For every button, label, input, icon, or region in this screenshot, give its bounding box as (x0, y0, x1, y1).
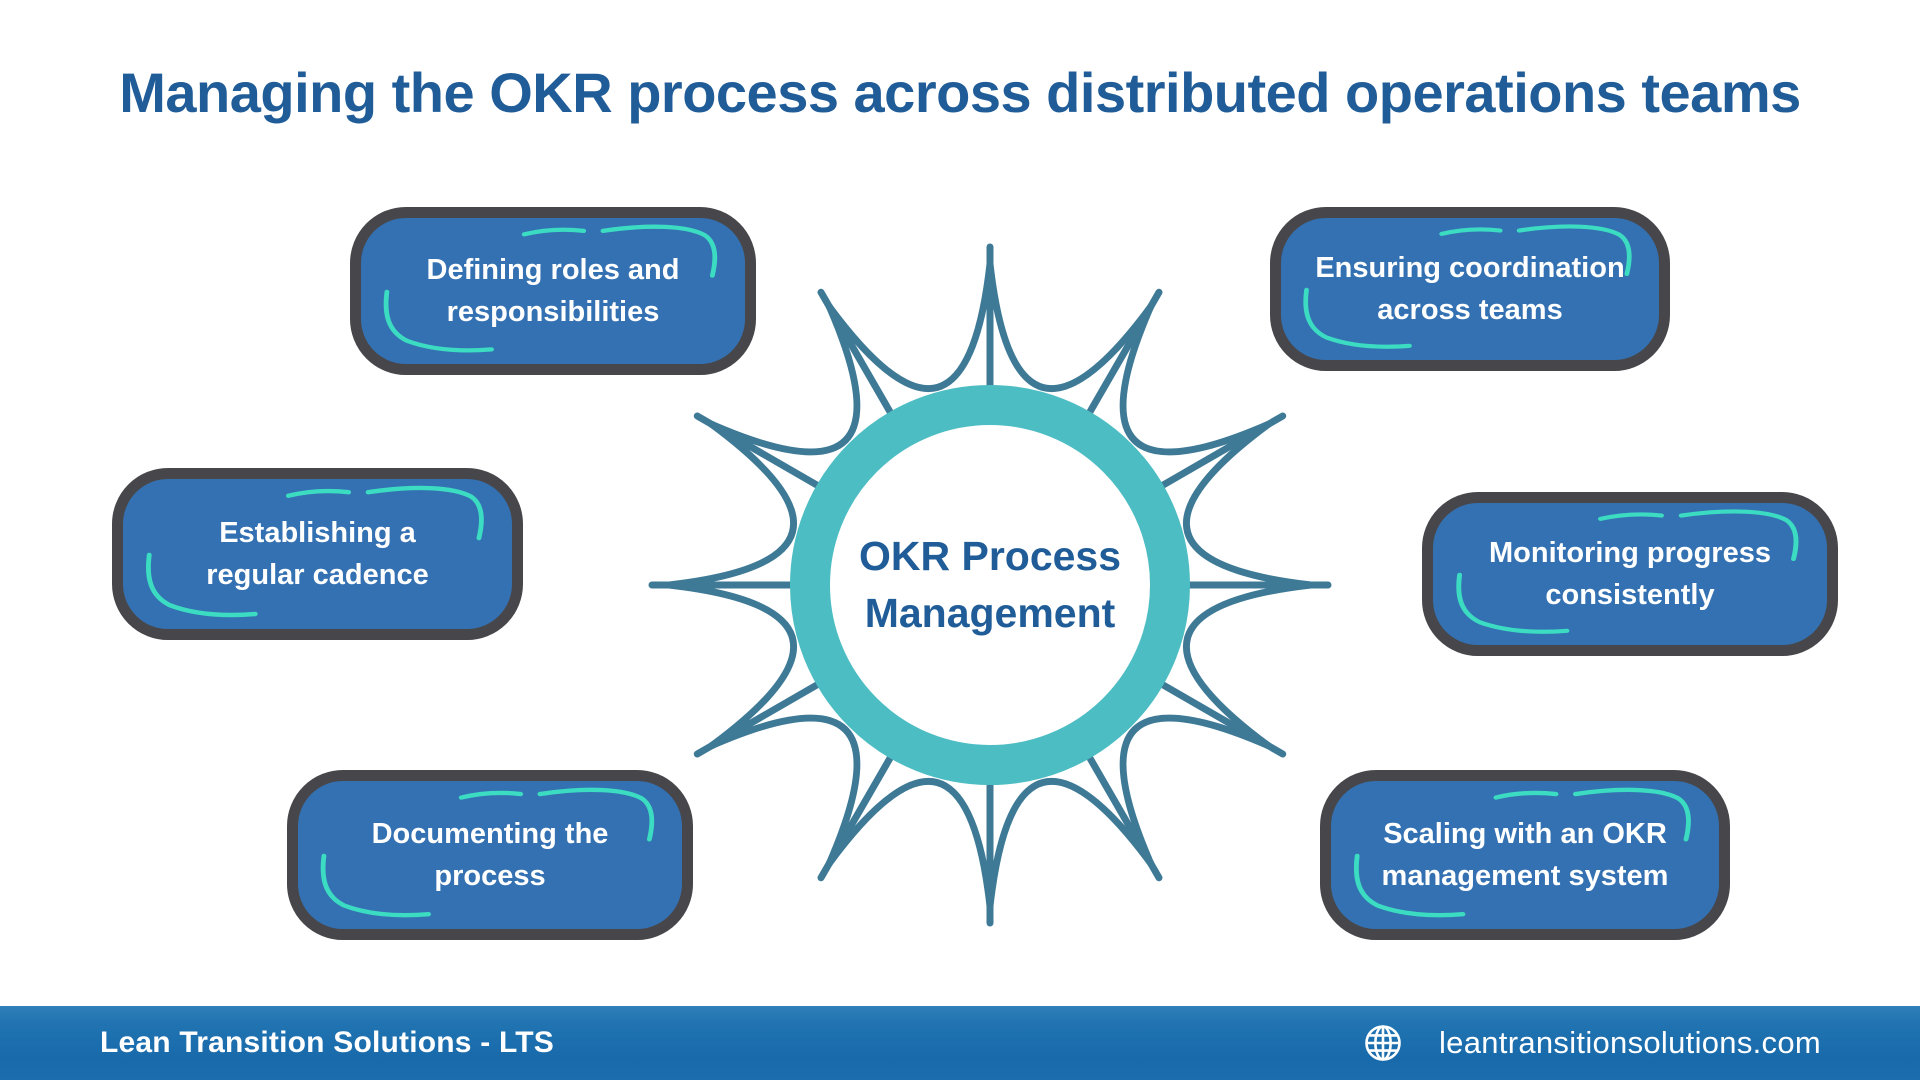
node-label-line1: Establishing a (219, 517, 416, 549)
footer-site-group: leantransitionsolutions.com (1363, 1006, 1821, 1080)
node-label: Establishing a regular cadence (206, 512, 428, 596)
okr-web-graphic (635, 230, 1345, 940)
node-monitoring-progress: Monitoring progress consistently (1422, 492, 1838, 656)
web-icon (648, 243, 1332, 927)
footer-website: leantransitionsolutions.com (1439, 1025, 1822, 1060)
globe-icon (1365, 1025, 1401, 1061)
center-title-line1: OKR Process (858, 532, 1122, 579)
page-title: Managing the OKR process across distribu… (119, 61, 1801, 124)
node-label-line1: Monitoring progress (1489, 537, 1771, 569)
node-label: Scaling with an OKR management system (1382, 813, 1669, 897)
node-label: Defining roles and responsibilities (427, 249, 680, 333)
footer-bar: Lean Transition Solutions - LTS leantran… (0, 1006, 1920, 1080)
footer-brand: Lean Transition Solutions - LTS (100, 1026, 554, 1059)
node-documenting-process: Documenting the process (287, 770, 693, 940)
node-label-line1: Ensuring coordination (1315, 252, 1625, 284)
node-label-line1: Scaling with an OKR (1383, 818, 1667, 850)
node-scaling-okr-system: Scaling with an OKR management system (1320, 770, 1730, 940)
node-label-line2: across teams (1377, 294, 1563, 326)
center-circle-label: OKR Process Management (770, 512, 1210, 657)
node-label: Monitoring progress consistently (1489, 532, 1771, 616)
node-label-line1: Defining roles and (426, 254, 680, 286)
node-establishing-cadence: Establishing a regular cadence (112, 468, 523, 640)
node-label-line2: consistently (1545, 579, 1715, 611)
node-ensuring-coordination: Ensuring coordination across teams (1270, 207, 1670, 371)
node-label-line2: regular cadence (206, 559, 429, 591)
node-label-line2: responsibilities (446, 296, 660, 328)
node-label-line1: Documenting the (371, 818, 609, 850)
node-label-line2: process (434, 860, 546, 892)
node-label: Ensuring coordination across teams (1315, 247, 1624, 331)
node-label-line2: management system (1381, 860, 1669, 892)
node-defining-roles: Defining roles and responsibilities (350, 207, 756, 375)
center-title-line2: Management (864, 589, 1116, 636)
node-label: Documenting the process (372, 813, 609, 897)
